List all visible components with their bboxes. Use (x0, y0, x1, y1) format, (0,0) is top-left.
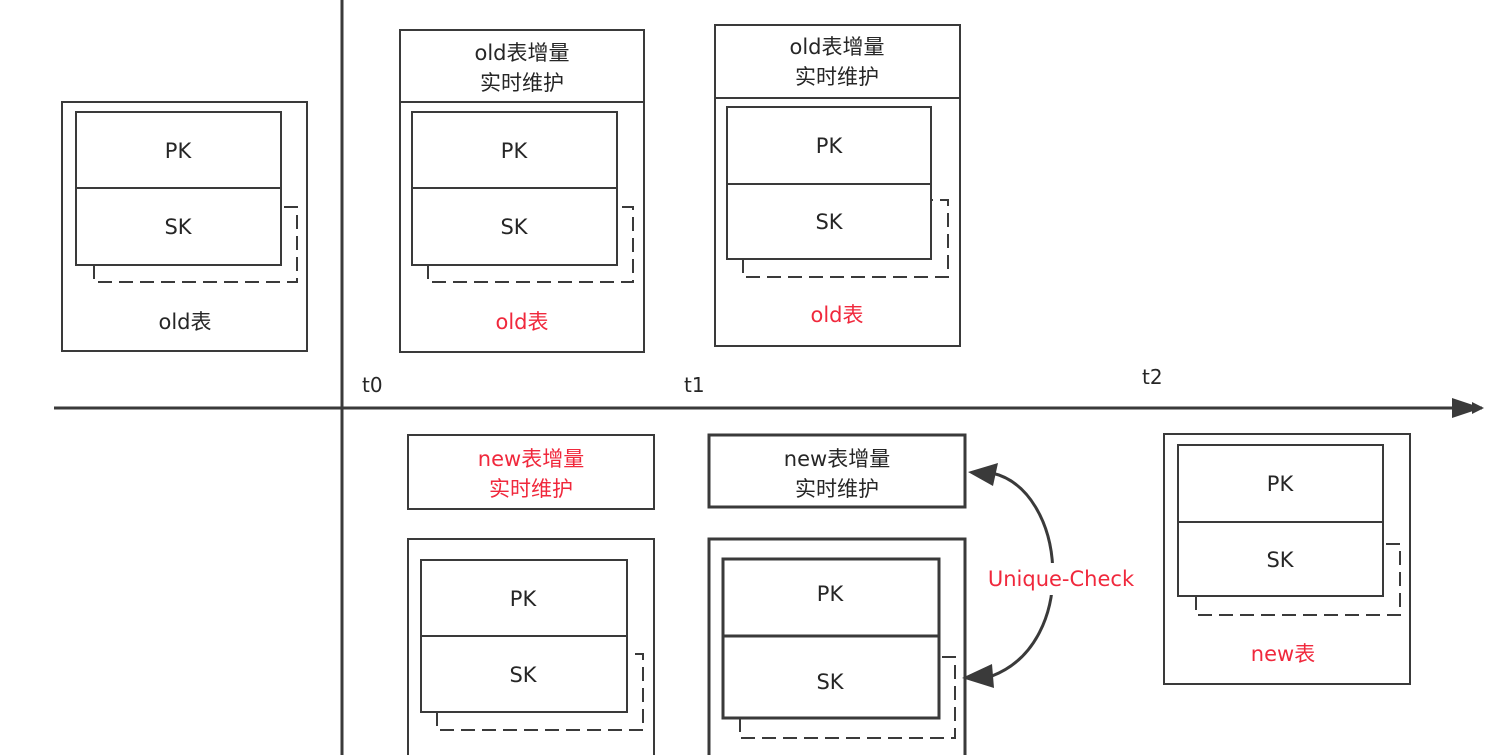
arrowhead-top (968, 463, 998, 486)
new-incr-t1: new表增量 实时维护 (707, 433, 967, 509)
new-incr-line2: 实时维护 (795, 477, 879, 501)
old-incr-line1: old表增量 (474, 41, 569, 65)
old-table-label-highlight: old表 (810, 303, 863, 327)
unique-check-arrow: Unique-Check (962, 463, 1147, 688)
old-incr-line1: old表增量 (789, 35, 884, 59)
pk-label: PK (817, 582, 845, 606)
new-table-t1: PK SK (707, 537, 967, 755)
timeline-t1: t1 (684, 373, 705, 397)
old-table-t1: old表增量 实时维护 PK SK old表 (714, 24, 961, 347)
timeline-arrowhead (1452, 398, 1482, 418)
new-incr-line1: new表增量 (784, 447, 890, 471)
new-incr-t0: new表增量 实时维护 (407, 434, 655, 510)
pk-label: PK (501, 139, 529, 163)
arrowhead-bottom (962, 664, 994, 688)
sk-label: SK (816, 670, 844, 694)
old-table-t0: old表增量 实时维护 PK SK old表 (399, 29, 645, 353)
pk-label: PK (165, 139, 193, 163)
old-table-initial: PK SK old表 (61, 101, 308, 352)
old-incr-line2: 实时维护 (480, 71, 564, 95)
old-incr-line2: 实时维护 (795, 65, 879, 89)
unique-check-label: Unique-Check (988, 567, 1135, 591)
pk-label: PK (816, 134, 844, 158)
old-table-label-highlight: old表 (495, 310, 548, 334)
sk-label: SK (500, 215, 528, 239)
timeline-t0: t0 (362, 373, 383, 397)
pk-label: PK (510, 587, 538, 611)
sk-label: SK (164, 215, 192, 239)
pk-label: PK (1267, 472, 1295, 496)
old-table-label: old表 (158, 310, 211, 334)
new-table-t2: PK SK new表 (1163, 433, 1411, 685)
new-incr-line2: 实时维护 (489, 477, 573, 501)
sk-label: SK (1266, 548, 1294, 572)
sk-label: SK (509, 663, 537, 687)
new-table-label-highlight: new表 (1251, 642, 1315, 666)
timeline-t2: t2 (1142, 365, 1163, 389)
new-table-t0: PK SK (407, 538, 655, 755)
new-incr-line1: new表增量 (478, 447, 584, 471)
sk-label: SK (815, 210, 843, 234)
